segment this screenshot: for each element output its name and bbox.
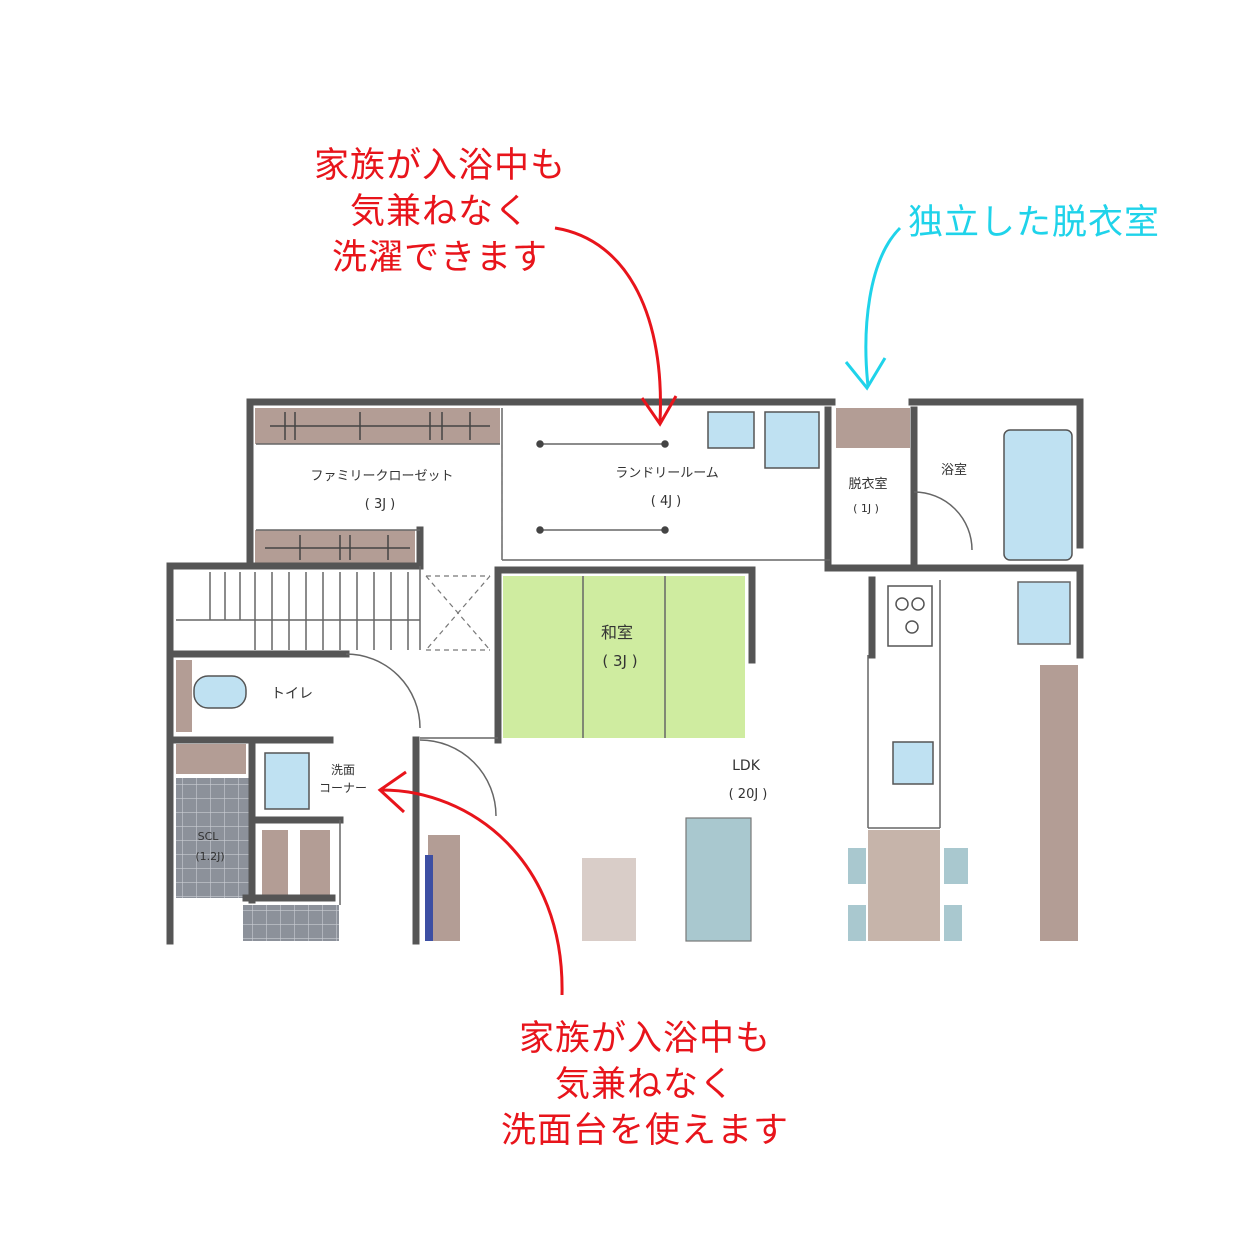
annotation-laundry-line-2: 気兼ねなく xyxy=(349,192,530,232)
label-washitsu-size: ( 3J ) xyxy=(602,652,637,670)
sofa xyxy=(685,817,752,942)
label-washitsu: 和室 xyxy=(601,623,633,642)
scl-shelf xyxy=(176,744,246,774)
label-ldk-size: ( 20J ) xyxy=(729,787,768,802)
dining-chair-2 xyxy=(848,905,866,941)
low-table xyxy=(582,858,636,941)
scl-tile-floor xyxy=(176,778,252,898)
annotation-dressing-room: 独立した脱衣室 xyxy=(908,200,1183,246)
laundry-arrowhead xyxy=(640,395,678,427)
dressing-room-shelf xyxy=(836,408,910,448)
annotation-washbasin-line-1: 家族が入浴中も xyxy=(518,1019,771,1059)
label-family-closet: ファミリークローゼット xyxy=(310,469,453,484)
dining-chair-1 xyxy=(848,848,866,884)
tatami-mats xyxy=(503,576,745,738)
label-scl-size: (1.2J) xyxy=(195,850,224,863)
shoe-cabinet-left xyxy=(262,830,288,900)
label-scl: SCL xyxy=(198,830,220,843)
thin-lines xyxy=(176,408,941,905)
dining-chair-3 xyxy=(944,848,968,884)
walls xyxy=(166,398,1084,945)
label-laundry-room: ランドリールーム xyxy=(615,466,719,481)
label-family-closet-size: ( 3J ) xyxy=(365,497,396,512)
shoe-cabinet-right xyxy=(300,830,330,900)
label-wash-corner-1: 洗面 xyxy=(331,763,355,777)
annotation-washbasin-line-3: 洗面台を使えます xyxy=(500,1111,789,1151)
annotation-laundry-line-1: 家族が入浴中も xyxy=(313,146,566,186)
washbasin-arrow xyxy=(381,788,564,996)
dining-chair-4 xyxy=(944,905,962,941)
annotation-dressing-room-text: 独立した脱衣室 xyxy=(908,203,1161,243)
kitchen-sink xyxy=(892,741,934,785)
annotation-laundry-line-3: 洗濯できます xyxy=(331,238,548,278)
label-dressing-room: 脱衣室 xyxy=(848,476,887,492)
wash-basin xyxy=(264,752,310,810)
washing-machine xyxy=(764,411,820,469)
label-wash-corner-2: コーナー xyxy=(319,781,367,795)
closet-shelf-bottom xyxy=(255,530,415,564)
stove xyxy=(887,585,933,647)
burner-1 xyxy=(895,597,909,611)
label-laundry-room-size: ( 4J ) xyxy=(651,494,682,509)
label-ldk: LDK xyxy=(732,758,761,774)
washbasin-arrowhead xyxy=(377,770,407,814)
kitchen-back-storage xyxy=(1040,665,1078,941)
label-dressing-room-size: ( 1J ) xyxy=(853,502,879,515)
laundry-arrow xyxy=(554,226,662,423)
dressing-room-arrow xyxy=(864,226,902,387)
label-bathroom: 浴室 xyxy=(941,462,967,478)
dashed-lines xyxy=(425,440,503,651)
annotation-washbasin-line-2: 気兼ねなく xyxy=(554,1065,735,1105)
fridge xyxy=(1017,581,1071,645)
hanger-marks xyxy=(265,412,669,560)
toilet-bowl xyxy=(193,675,247,709)
toilet-storage xyxy=(176,660,192,732)
burner-2 xyxy=(911,597,925,611)
burner-3 xyxy=(905,620,919,634)
door-swings xyxy=(345,491,973,817)
dining-table xyxy=(868,830,940,941)
living-storage xyxy=(428,835,460,941)
tv-board xyxy=(425,855,433,941)
annotation-laundry: 家族が入浴中も 気兼ねなく 洗濯できます xyxy=(300,143,580,281)
laundry-sink xyxy=(707,411,755,449)
annotation-washbasin: 家族が入浴中も 気兼ねなく 洗面台を使えます xyxy=(480,1016,810,1154)
label-toilet: トイレ xyxy=(271,686,313,702)
dressing-room-arrowhead xyxy=(844,357,887,391)
entry-tile-floor xyxy=(243,905,339,941)
bathtub xyxy=(1003,429,1073,561)
